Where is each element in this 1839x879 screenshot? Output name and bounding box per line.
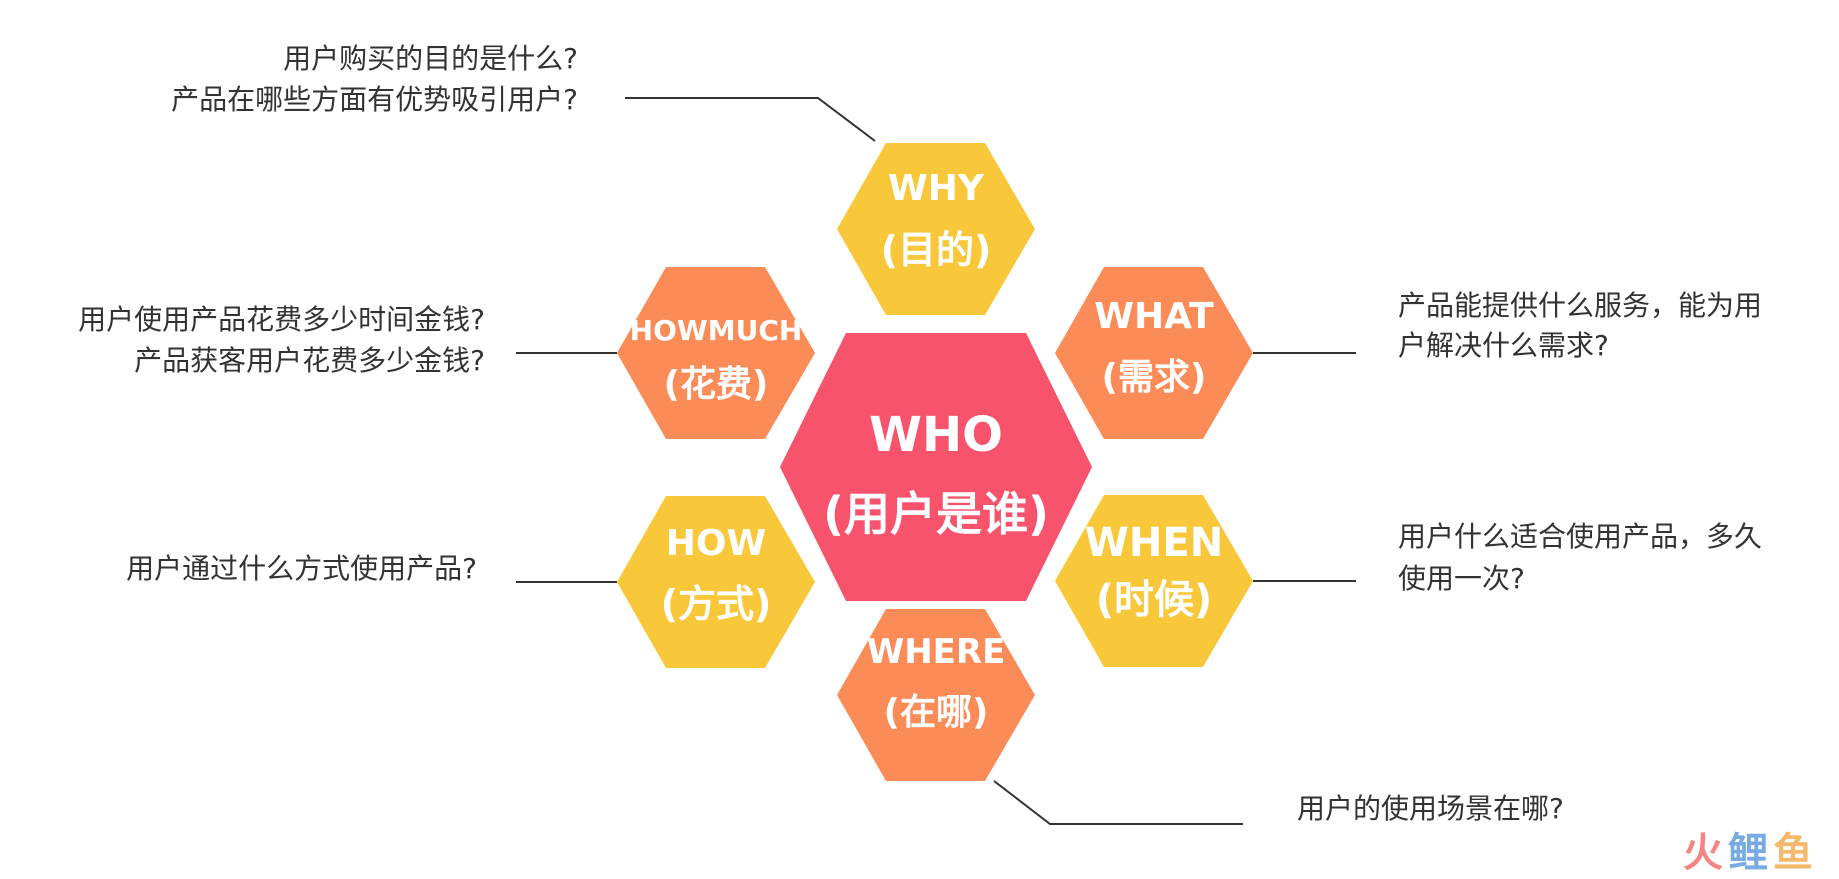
hex-why-title: WHY: [888, 168, 985, 209]
question-when-line-1: 用户什么适合使用产品，多久: [1398, 520, 1762, 553]
question-what: 产品能提供什么服务，能为用 户解决什么需求?: [1398, 289, 1762, 362]
watermark-logo: 火 鲤 鱼: [1683, 830, 1813, 876]
hex-howmuch-shape: [617, 267, 815, 439]
connector-why: [625, 97, 876, 142]
question-when: 用户什么适合使用产品，多久 使用一次?: [1398, 520, 1762, 595]
question-how-line-1: 用户通过什么方式使用产品?: [126, 552, 477, 585]
hex-when-shape: [1055, 495, 1253, 667]
hex-where-subtitle: (在哪): [884, 692, 989, 733]
hex-where-shape: [837, 609, 1035, 781]
question-where-line-1: 用户的使用场景在哪?: [1297, 792, 1564, 825]
question-howmuch-line-1: 用户使用产品花费多少时间金钱?: [78, 303, 485, 336]
question-howmuch-line-2: 产品获客用户花费多少金钱?: [134, 344, 485, 377]
watermark-char-2: 鲤: [1728, 830, 1768, 876]
hex-why-shape: [837, 143, 1035, 315]
hex-how-subtitle: (方式): [661, 582, 772, 626]
question-where: 用户的使用场景在哪?: [1297, 792, 1564, 825]
watermark-char-1: 火: [1683, 830, 1723, 876]
hex-howmuch: HOWMUCH (花费): [617, 267, 815, 439]
watermark-char-3: 鱼: [1773, 830, 1813, 876]
hex-who-title: WHO: [869, 407, 1003, 463]
connector-where: [993, 780, 1243, 825]
hex-when-subtitle: (时候): [1096, 577, 1213, 623]
hex-when: WHEN (时候): [1055, 495, 1253, 667]
question-how: 用户通过什么方式使用产品?: [126, 552, 477, 585]
hex-how: HOW (方式): [617, 496, 815, 668]
question-howmuch: 用户使用产品花费多少时间金钱? 产品获客用户花费多少金钱?: [78, 303, 485, 377]
question-when-line-2: 使用一次?: [1398, 562, 1525, 595]
connector-lines: [516, 97, 1356, 825]
hex-howmuch-title: HOWMUCH: [630, 314, 803, 347]
hex-why-subtitle: (目的): [881, 228, 992, 272]
hex-when-title: WHEN: [1085, 520, 1223, 566]
hex-what-shape: [1055, 267, 1253, 439]
hex-what: WHAT (需求): [1055, 267, 1253, 439]
hex-what-subtitle: (需求): [1102, 357, 1207, 398]
hex-howmuch-subtitle: (花费): [664, 364, 769, 405]
hex-why: WHY (目的): [837, 143, 1035, 315]
question-why-line-1: 用户购买的目的是什么?: [283, 42, 578, 75]
hex-how-title: HOW: [666, 523, 766, 564]
hex-where: WHERE (在哪): [837, 609, 1035, 781]
hex-where-title: WHERE: [867, 632, 1006, 672]
hex-who-shape: [780, 333, 1092, 601]
hex-who-subtitle: (用户是谁): [823, 487, 1049, 541]
hex-what-title: WHAT: [1094, 296, 1214, 337]
hex-who-center: WHO (用户是谁): [780, 333, 1092, 601]
question-why-line-2: 产品在哪些方面有优势吸引用户?: [171, 83, 578, 116]
question-what-line-2: 户解决什么需求?: [1398, 329, 1609, 362]
question-what-line-1: 产品能提供什么服务，能为用: [1398, 289, 1762, 322]
hex-how-shape: [617, 496, 815, 668]
question-why: 用户购买的目的是什么? 产品在哪些方面有优势吸引用户?: [171, 42, 578, 116]
